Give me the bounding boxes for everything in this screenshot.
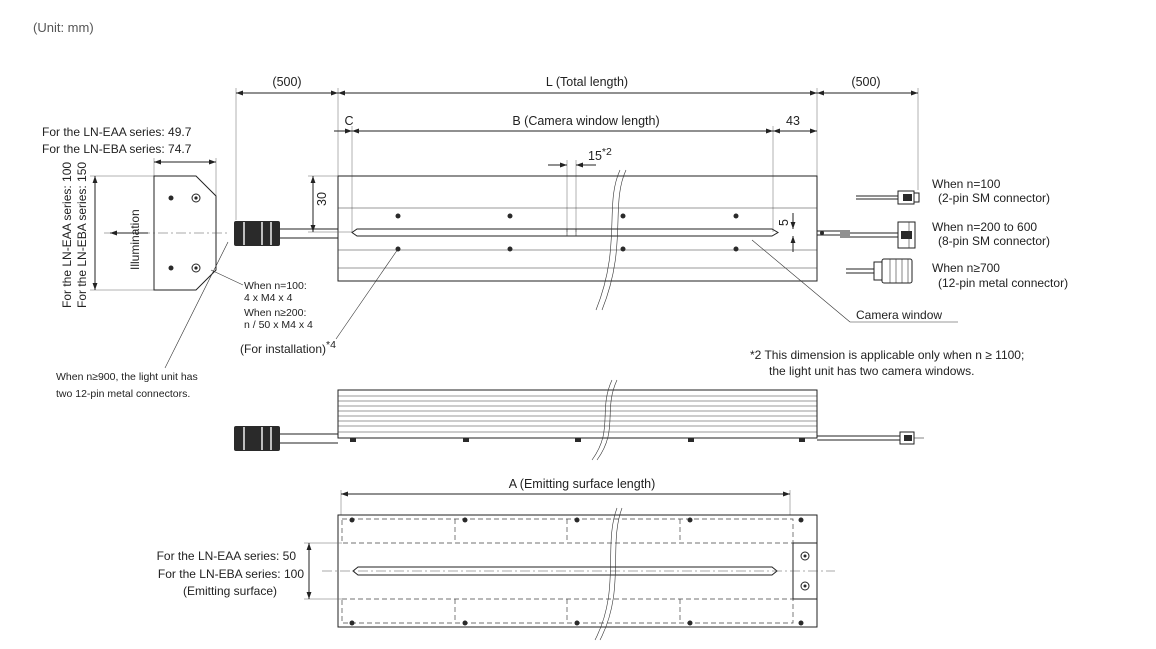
connector-types: When n=100 (2-pin SM connector) When n=2… — [840, 177, 1068, 290]
eaa-emit-label: For the LN-EAA series: 50 — [157, 549, 297, 563]
top-dimensions: (500) L (Total length) (500) C B (Camera… — [235, 75, 919, 232]
dim-camera-window-length: B (Camera window length) — [512, 114, 659, 128]
svg-text:two 12-pin metal connectors.: two 12-pin metal connectors. — [56, 388, 190, 400]
installation-footer: (For installation)*4 — [240, 339, 336, 356]
eba-height-label: For the LN-EBA series: 150 — [75, 162, 89, 308]
unit-note: (Unit: mm) — [33, 20, 94, 35]
illumination-label: Illumination — [128, 209, 142, 270]
emit-caption: (Emitting surface) — [183, 584, 277, 598]
svg-text:the light unit has two camera: the light unit has two camera windows. — [769, 364, 974, 378]
dim-43: 43 — [786, 114, 800, 128]
dim-left-cable: (500) — [272, 75, 301, 89]
installation-note: When n=100: 4 x M4 x 4 When n≥200: n / 5… — [240, 280, 336, 356]
svg-text:When n=100:: When n=100: — [244, 280, 307, 292]
svg-text:n / 50 x M4 x 4: n / 50 x M4 x 4 — [244, 319, 313, 331]
bottom-view: A (Emitting surface length) For the LN-E… — [157, 477, 835, 641]
svg-text:When n≥200:: When n≥200: — [244, 307, 306, 319]
connector-8pin-subtitle: (8-pin SM connector) — [938, 234, 1050, 248]
dim-emitting-surface-length: A (Emitting surface length) — [509, 477, 656, 491]
footnote: *2 This dimension is applicable only whe… — [750, 348, 1024, 378]
connector-2pin-subtitle: (2-pin SM connector) — [938, 191, 1050, 205]
eaa-width-label: For the LN-EAA series: 49.7 — [42, 125, 192, 139]
eba-width-label: For the LN-EBA series: 74.7 — [42, 142, 192, 156]
connector-12pin-title: When n≥700 — [932, 261, 1000, 275]
dim-total-length: L (Total length) — [546, 75, 628, 89]
eaa-height-label: For the LN-EAA series: 100 — [60, 162, 74, 308]
svg-text:When n≥900, the light unit has: When n≥900, the light unit has — [56, 371, 198, 383]
dim-30: 30 — [315, 192, 329, 206]
connector-2pin-title: When n=100 — [932, 177, 1001, 191]
dim-5: 5 — [777, 219, 791, 226]
top-view: 30 5 Camera window — [164, 169, 958, 369]
eba-emit-label: For the LN-EBA series: 100 — [158, 567, 304, 581]
connector-8pin-title: When n=200 to 600 — [932, 220, 1037, 234]
connector-note: When n≥900, the light unit has two 12-pi… — [56, 371, 198, 400]
svg-text:*2 This dimension is applicabl: *2 This dimension is applicable only whe… — [750, 348, 1024, 362]
front-view — [234, 379, 924, 461]
dim-right-cable: (500) — [851, 75, 880, 89]
dim-c: C — [344, 114, 353, 128]
connector-12pin-subtitle: (12-pin metal connector) — [938, 276, 1068, 290]
camera-window-label: Camera window — [856, 308, 942, 322]
end-view: For the LN-EAA series: 49.7 For the LN-E… — [42, 125, 228, 308]
svg-text:4 x M4 x 4: 4 x M4 x 4 — [244, 292, 293, 304]
dim-15: 15*2 — [588, 146, 612, 163]
